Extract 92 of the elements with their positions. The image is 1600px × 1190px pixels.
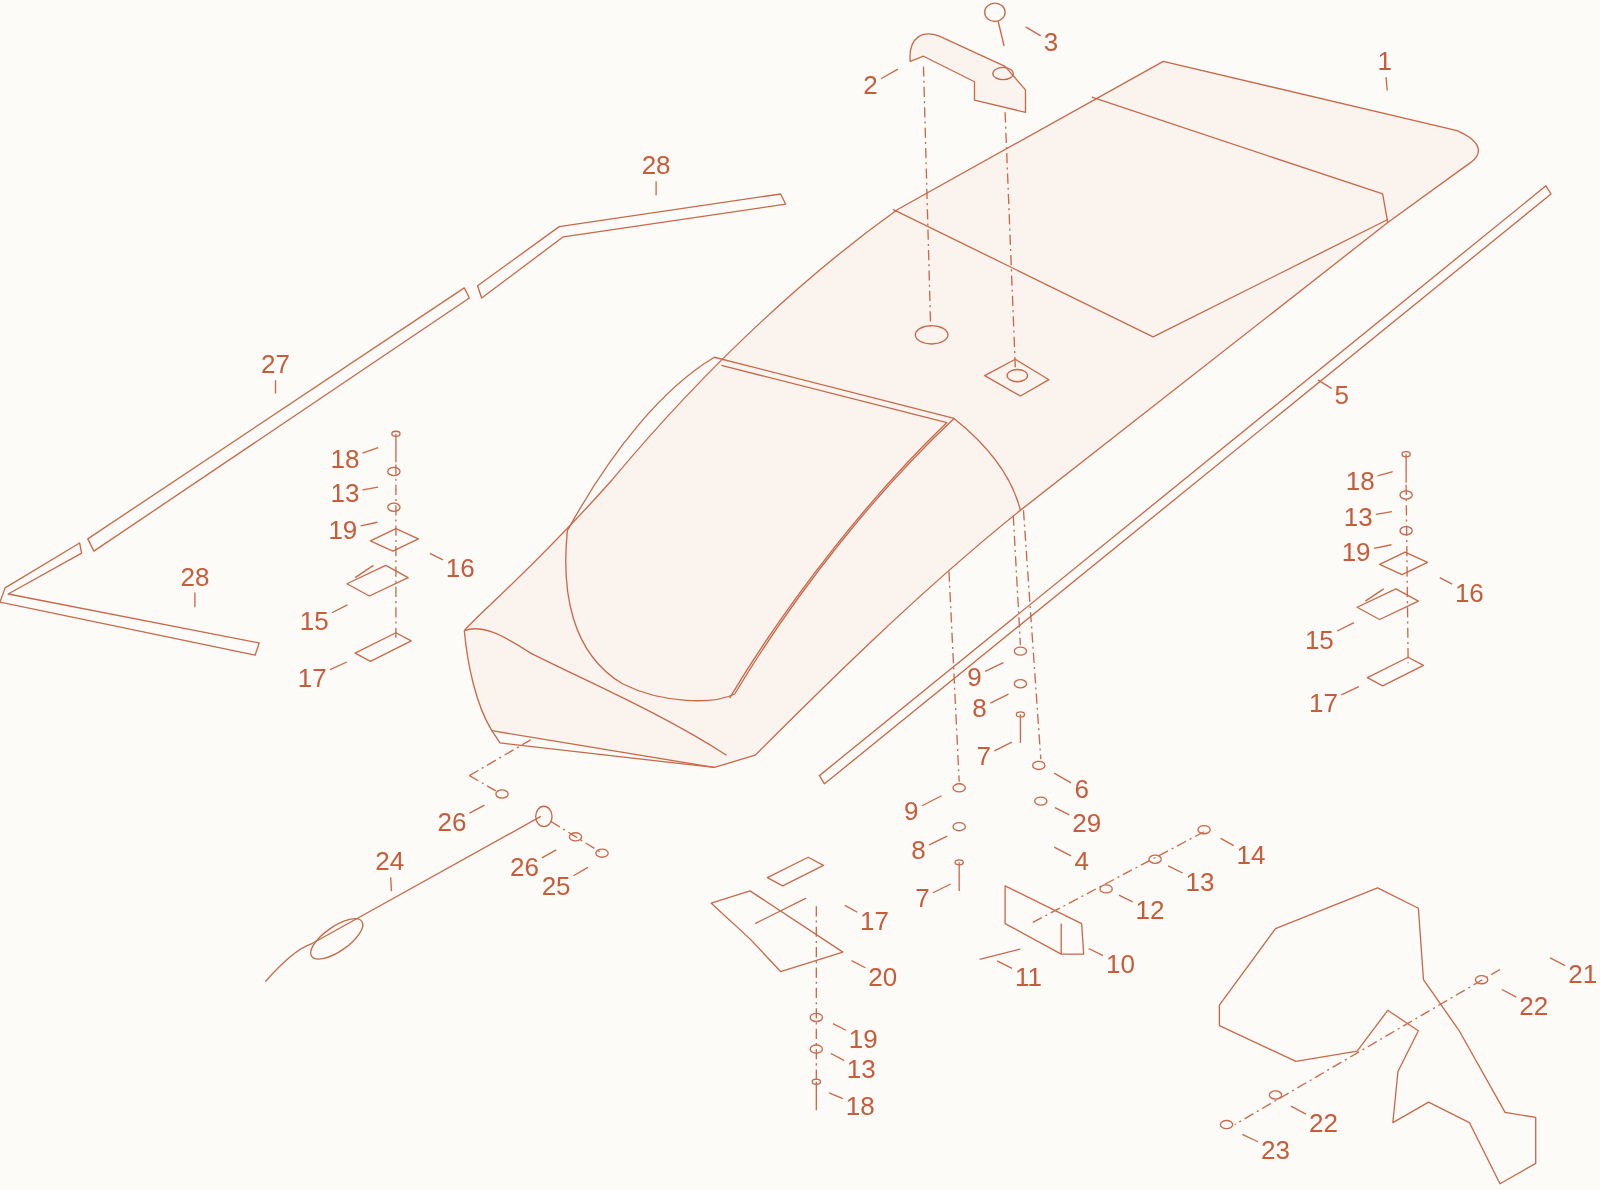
callout-number: 22 xyxy=(1518,992,1550,1021)
leader-line xyxy=(541,849,557,859)
leader-line xyxy=(844,904,858,913)
leader-line xyxy=(390,876,393,892)
leader-line xyxy=(361,486,379,491)
leader-line xyxy=(274,379,277,395)
callout-number: 12 xyxy=(1134,896,1166,925)
leader-line xyxy=(1385,76,1388,92)
leader-line xyxy=(194,591,196,608)
leader-line xyxy=(468,804,486,814)
callout-number: 13 xyxy=(329,478,361,507)
leader-line xyxy=(996,960,1013,969)
callout-number: 18 xyxy=(329,445,361,474)
leader-line xyxy=(880,68,899,80)
leader-line xyxy=(429,552,444,561)
callout-number: 14 xyxy=(1235,841,1267,870)
leader-line xyxy=(1241,1133,1259,1143)
callout-number: 8 xyxy=(971,694,988,723)
leader-line xyxy=(1549,957,1566,967)
leader-line xyxy=(1373,544,1393,550)
leader-line xyxy=(850,960,866,969)
callout-number: 9 xyxy=(903,797,920,826)
leader-line xyxy=(1501,988,1517,998)
callout-number: 20 xyxy=(867,962,899,991)
leader-line xyxy=(993,741,1013,752)
callout-number: 2 xyxy=(862,70,879,99)
callout-number: 16 xyxy=(1453,578,1485,607)
callout-number: 7 xyxy=(914,883,931,912)
callout-number: 28 xyxy=(640,151,672,180)
callout-number: 26 xyxy=(436,808,468,837)
callout-number: 28 xyxy=(179,562,211,591)
callout-number: 7 xyxy=(975,742,992,771)
leader-line xyxy=(1340,686,1360,696)
callout-number: 15 xyxy=(1303,625,1335,654)
leader-line xyxy=(1439,577,1453,585)
leader-line xyxy=(1167,865,1184,874)
leader-line xyxy=(832,1023,847,1031)
callout-number: 19 xyxy=(327,515,359,544)
callout-number: 25 xyxy=(540,871,572,900)
callout-number: 18 xyxy=(1344,466,1376,495)
callout-number: 11 xyxy=(1014,962,1044,991)
callout-number: 13 xyxy=(845,1055,877,1084)
leader-line xyxy=(1087,947,1104,957)
leader-line xyxy=(1053,772,1072,784)
callout-number: 6 xyxy=(1073,774,1090,803)
callout-number: 29 xyxy=(1071,809,1103,838)
callout-number: 19 xyxy=(1340,538,1372,567)
callout-number: 23 xyxy=(1260,1136,1291,1164)
leader-line xyxy=(1290,1105,1307,1115)
leader-line xyxy=(329,661,348,671)
callout-number: 22 xyxy=(1308,1109,1339,1138)
callout-number: 1 xyxy=(1376,47,1393,76)
callout-number: 17 xyxy=(1308,689,1339,718)
callout-number: 16 xyxy=(444,554,476,583)
leader-line xyxy=(989,693,1010,704)
leader-line xyxy=(572,866,589,877)
callout-number: 27 xyxy=(260,350,291,379)
callout-number: 21 xyxy=(1567,960,1599,989)
callout-number: 10 xyxy=(1104,950,1136,979)
callout-number: 5 xyxy=(1333,380,1351,409)
leader-line xyxy=(1375,511,1393,516)
callout-number: 18 xyxy=(844,1092,876,1121)
callout-number: 9 xyxy=(966,662,983,691)
leader-line xyxy=(1118,894,1134,903)
leader-line xyxy=(932,883,952,894)
leader-line xyxy=(1377,470,1394,477)
leader-line xyxy=(828,1092,844,1100)
leader-line xyxy=(984,661,1005,673)
leader-line xyxy=(830,1052,845,1062)
leader-line xyxy=(1336,621,1355,632)
leader-line xyxy=(359,521,379,527)
callout-number: 26 xyxy=(509,853,540,882)
callout-number: 24 xyxy=(374,847,406,876)
callout-number: 4 xyxy=(1073,847,1090,876)
leader-line xyxy=(655,180,657,196)
leader-line xyxy=(361,447,379,454)
leader-line xyxy=(921,795,943,807)
leader-line xyxy=(1053,846,1072,857)
callout-number: 13 xyxy=(1342,503,1374,532)
callout-number: 8 xyxy=(910,836,927,864)
callout-number: 17 xyxy=(859,907,890,936)
callout-number: 3 xyxy=(1042,27,1060,56)
callout-number: 15 xyxy=(298,607,330,636)
callout-number: 19 xyxy=(847,1024,879,1053)
leader-line xyxy=(1025,26,1042,37)
leader-line xyxy=(1317,379,1333,390)
leader-line xyxy=(928,835,948,846)
callout-number: 17 xyxy=(296,663,328,692)
leader-line xyxy=(1220,837,1235,847)
leader-line xyxy=(1054,807,1070,816)
leader-line xyxy=(331,604,349,614)
callout-number: 13 xyxy=(1184,867,1216,896)
